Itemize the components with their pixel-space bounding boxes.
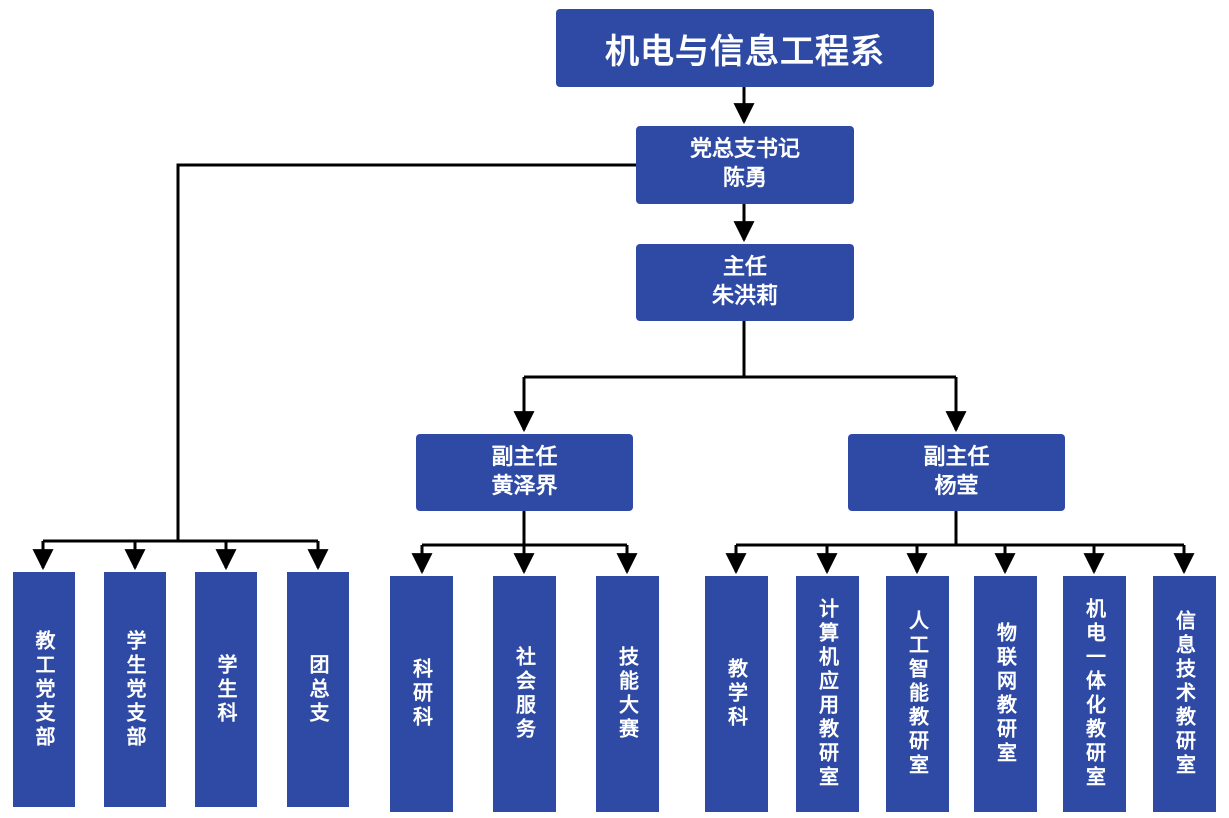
left-unit-label: 科研科 bbox=[409, 658, 434, 730]
left-unit-box: 社会服务 bbox=[493, 576, 556, 812]
root-label: 机电与信息工程系 bbox=[605, 31, 885, 72]
left-unit-box: 科研科 bbox=[390, 576, 453, 812]
deputy-left-role: 副主任 bbox=[491, 444, 558, 470]
right-unit-label: 教学科 bbox=[724, 658, 749, 730]
right-unit-label: 物联网教研室 bbox=[993, 622, 1018, 766]
right-unit-box: 计算机应用教研室 bbox=[796, 576, 859, 812]
deputy-right-role: 副主任 bbox=[923, 444, 990, 470]
deputy-left-node: 副主任 黄泽界 bbox=[416, 434, 633, 511]
right-unit-box: 信息技术教研室 bbox=[1153, 576, 1216, 812]
director-role: 主任 bbox=[722, 254, 767, 280]
left-unit-label: 社会服务 bbox=[512, 646, 537, 742]
edge-secretary-party-trunk bbox=[176, 163, 636, 541]
party-secretary-name: 陈勇 bbox=[722, 166, 767, 191]
party-unit-label: 学生党支部 bbox=[123, 629, 147, 750]
right-unit-box: 教学科 bbox=[705, 576, 768, 812]
party-unit-box: 教工党支部 bbox=[13, 572, 75, 807]
director-name: 朱洪莉 bbox=[711, 283, 778, 309]
deputy-right-name: 杨莹 bbox=[934, 473, 979, 499]
right-unit-box: 人工智能教研室 bbox=[886, 576, 949, 812]
right-unit-label: 机电一体化教研室 bbox=[1082, 598, 1107, 790]
right-unit-box: 物联网教研室 bbox=[974, 576, 1037, 812]
right-unit-label: 信息技术教研室 bbox=[1172, 610, 1197, 778]
right-unit-label: 人工智能教研室 bbox=[905, 610, 930, 778]
party-unit-box: 团总支 bbox=[287, 572, 349, 807]
party-unit-label: 教工党支部 bbox=[32, 629, 56, 750]
deputy-right-node: 副主任 杨莹 bbox=[848, 434, 1065, 511]
right-unit-box: 机电一体化教研室 bbox=[1063, 576, 1126, 812]
party-unit-label: 学生科 bbox=[214, 653, 238, 726]
party-unit-box: 学生党支部 bbox=[104, 572, 166, 807]
party-unit-label: 团总支 bbox=[306, 653, 330, 726]
party-secretary-role: 党总支书记 bbox=[689, 137, 800, 163]
party-secretary-node: 党总支书记 陈勇 bbox=[636, 126, 854, 204]
left-unit-box: 技能大赛 bbox=[596, 576, 659, 812]
director-node: 主任 朱洪莉 bbox=[636, 244, 854, 321]
right-unit-label: 计算机应用教研室 bbox=[815, 598, 840, 790]
left-unit-label: 技能大赛 bbox=[615, 646, 640, 742]
deputy-left-name: 黄泽界 bbox=[491, 473, 558, 499]
party-unit-box: 学生科 bbox=[195, 572, 257, 807]
root-node: 机电与信息工程系 bbox=[556, 9, 934, 87]
